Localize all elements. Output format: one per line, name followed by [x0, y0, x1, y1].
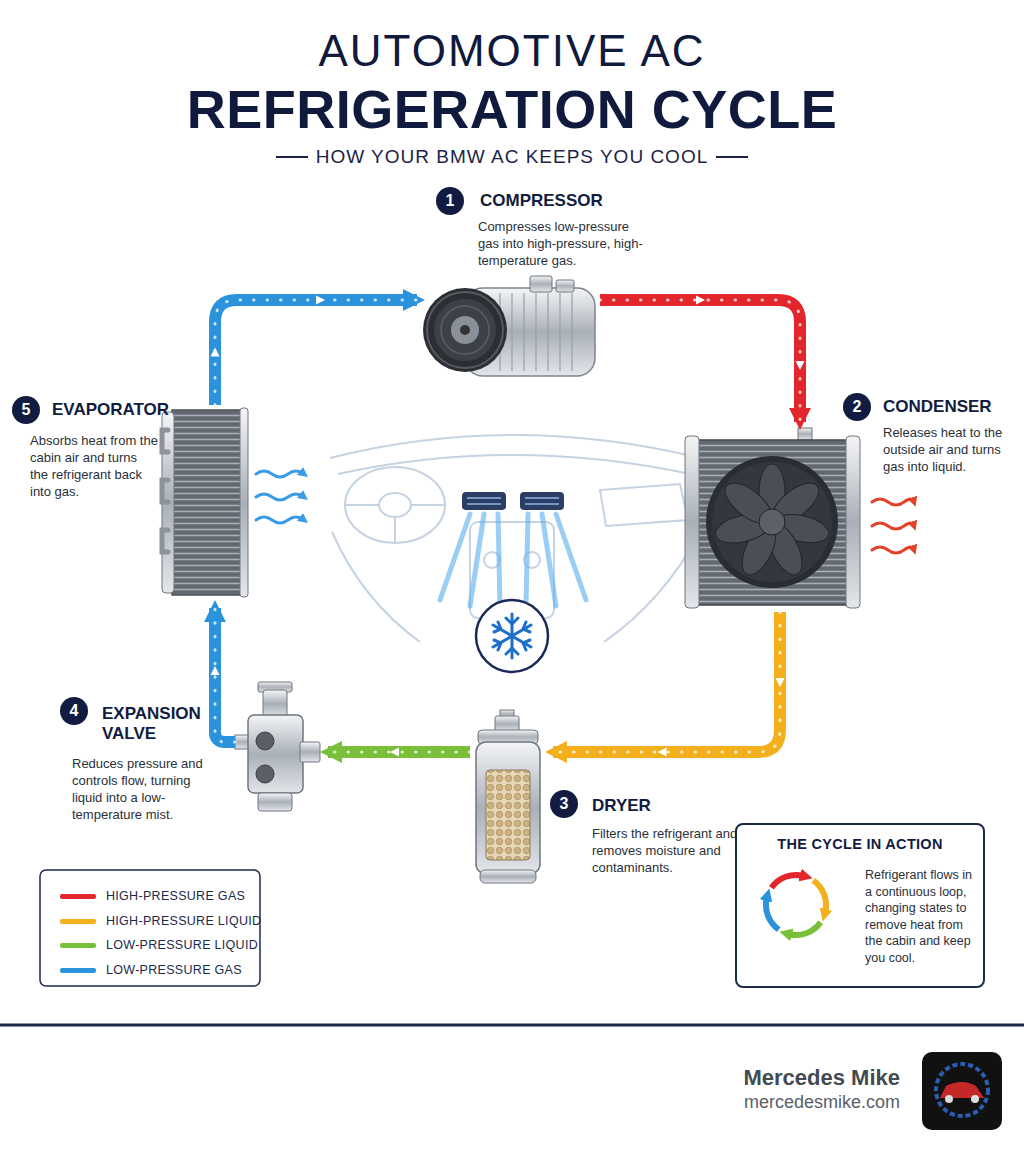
flow-connector [328, 748, 470, 757]
legend-swatch [60, 919, 96, 924]
snowflake-icon [476, 600, 548, 672]
component-heading: EVAPORATOR [52, 400, 169, 420]
component-evaporator: 5EVAPORATORAbsorbs heat from the cabin a… [160, 405, 248, 600]
component-expansion-valve: 4EXPANSION VALVEReduces pressure and con… [235, 680, 320, 815]
flow-line [215, 300, 417, 405]
dash-line [276, 156, 308, 158]
air-vents [462, 492, 564, 510]
legend-text: HIGH-PRESSURE GAS [106, 889, 245, 903]
component-compressor: 1COMPRESSORCompresses low-pressure gas i… [425, 275, 600, 385]
flow-direction-arrow [211, 348, 220, 357]
brand-name: Mercedes Mike [600, 1065, 900, 1091]
component-description: Reduces pressure and controls flow, turn… [72, 755, 224, 823]
flow-bubbles [553, 612, 780, 752]
flow-line [215, 608, 235, 742]
flow-direction-arrow [776, 678, 785, 687]
component-description: Absorbs heat from the cabin air and turn… [30, 432, 158, 500]
component-heading: CONDENSER [883, 397, 992, 417]
footer-rule [0, 1024, 1024, 1027]
legend-frame [40, 870, 260, 986]
dash-line [716, 156, 748, 158]
box-body: Refrigerant flows in a continuous loop, … [865, 867, 979, 966]
heat-arrows [872, 499, 914, 553]
cool-air-rays [440, 514, 586, 606]
flow-direction-arrow [696, 296, 705, 305]
compressor-illustration [423, 276, 595, 376]
component-condenser: 2CONDENSERReleases heat to the outside a… [685, 430, 860, 612]
flow-direction-arrow [211, 666, 220, 675]
box-heading: THE CYCLE IN ACTION [737, 836, 983, 852]
condenser-illustration [685, 428, 860, 608]
legend-text: LOW-PRESSURE LIQUID [106, 938, 258, 952]
flow-line [600, 300, 800, 422]
logo-badge [922, 1052, 1002, 1130]
callout-number: 2 [843, 393, 871, 421]
info-box: THE CYCLE IN ACTION Refrigerant flows in … [735, 823, 985, 988]
flow-connector [600, 296, 805, 423]
flow-connector [553, 612, 785, 757]
callout-number: 4 [60, 697, 88, 725]
callout-number: 1 [436, 187, 464, 215]
component-heading: COMPRESSOR [480, 191, 603, 211]
flow-connector [211, 608, 236, 742]
legend-text: HIGH-PRESSURE LIQUID [106, 914, 261, 928]
component-heading: EXPANSION VALVE [102, 704, 222, 744]
component-heading: DRYER [592, 796, 651, 816]
subtitle: HOW YOUR BMW AC KEEPS YOU COOL [0, 146, 1024, 168]
flow-connector [211, 296, 418, 406]
brand-url: mercedesmike.com [600, 1092, 900, 1113]
flow-line [328, 746, 470, 758]
diagram-title: AUTOMOTIVE AC REFRIGERATION CYCLE [177, 22, 847, 138]
flow-direction-arrow [316, 296, 325, 305]
flow-direction-arrow [796, 361, 805, 370]
flow-bubbles [600, 300, 800, 422]
legend-swatch [60, 968, 96, 973]
component-description: Filters the refrigerant and removes mois… [592, 825, 742, 876]
evaporator-illustration [162, 408, 248, 597]
dryer-illustration [476, 710, 540, 883]
flow-direction-arrow [390, 748, 399, 757]
flow-bubbles [328, 751, 470, 754]
legend-text: LOW-PRESSURE GAS [106, 963, 242, 977]
expansion-valve-illustration [235, 682, 320, 811]
flow-bubbles [215, 608, 235, 742]
legend-swatch [60, 943, 96, 948]
callout-number: 5 [12, 396, 40, 424]
component-description: Compresses low-pressure gas into high-pr… [478, 218, 646, 269]
callout-number: 3 [550, 790, 578, 818]
flow-direction-arrow [658, 748, 667, 757]
component-dryer: 3DRYERFilters the refrigerant and remove… [470, 710, 545, 885]
legend-swatch [60, 894, 96, 899]
dashboard-sketch [330, 435, 700, 642]
flow-bubbles [215, 300, 417, 405]
component-description: Releases heat to the outside air and tur… [883, 424, 1018, 475]
flow-line [553, 612, 780, 752]
cool-air-arrows [256, 471, 304, 523]
